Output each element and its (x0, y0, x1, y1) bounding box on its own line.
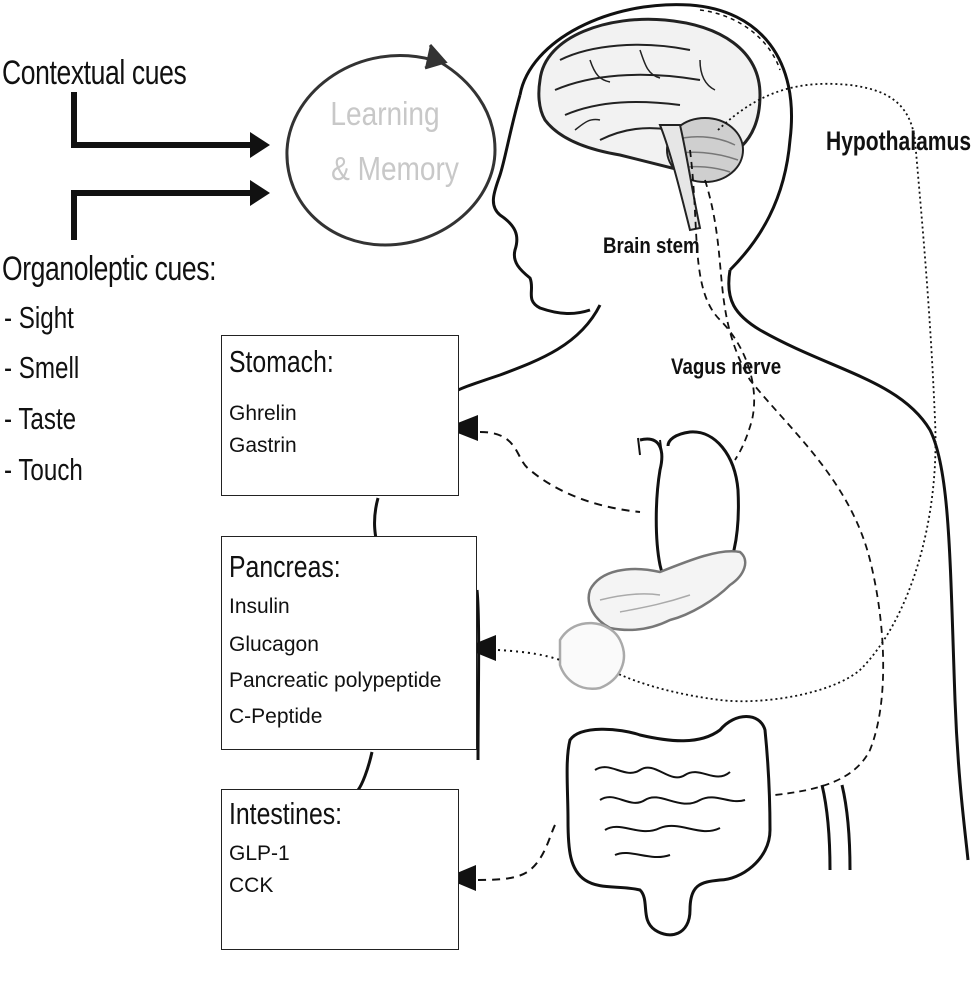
hormone-cck: CCK (229, 874, 274, 897)
pancreas-box: Pancreas: Insulin Glucagon Pancreatic po… (221, 536, 477, 750)
vagus-nerve-path-b (704, 179, 885, 796)
pancreas-connector (497, 649, 561, 661)
cue-taste: - Taste (4, 401, 77, 436)
stomach-box: Stomach: Ghrelin Gastrin (221, 335, 459, 496)
pancreas-title: Pancreas: (229, 549, 341, 584)
hormone-glucagon: Glucagon (229, 633, 319, 656)
vagus-nerve-path-a (689, 149, 756, 461)
intestines-title: Intestines: (229, 796, 343, 831)
stomach-connector (479, 431, 641, 513)
intestines-organ (565, 715, 772, 937)
hormone-pancreatic-polypeptide: Pancreatic polypeptide (229, 669, 442, 692)
hormone-gastrin: Gastrin (229, 434, 297, 457)
organoleptic-cues-title: Organoleptic cues: (2, 250, 217, 288)
stomach-title: Stomach: (229, 344, 334, 379)
hypothalamus-pointer (609, 82, 937, 703)
brain-stem-label: Brain stem (603, 233, 700, 258)
intestines-box: Intestines: GLP-1 CCK (221, 789, 459, 950)
pancreas-organ (558, 550, 747, 691)
brain (537, 17, 762, 232)
learning-label: Learning (330, 95, 440, 132)
body-outline (356, 3, 970, 871)
hormone-ghrelin: Ghrelin (229, 402, 297, 425)
hormone-insulin: Insulin (229, 595, 290, 618)
intestines-connector (477, 824, 556, 881)
contextual-cues-label: Contextual cues (2, 54, 187, 92)
cue-arrows (71, 92, 258, 240)
memory-label: & Memory (331, 150, 459, 187)
cue-touch: - Touch (4, 452, 83, 487)
hypothalamus-label: Hypothalamus (826, 126, 972, 156)
cue-smell: - Smell (4, 350, 80, 385)
hormone-glp1: GLP-1 (229, 842, 290, 865)
cue-sight: - Sight (4, 300, 74, 335)
hormone-c-peptide: C-Peptide (229, 705, 323, 728)
learning-memory-cycle (285, 44, 497, 247)
vagus-nerve-label: Vagus nerve (671, 354, 782, 379)
